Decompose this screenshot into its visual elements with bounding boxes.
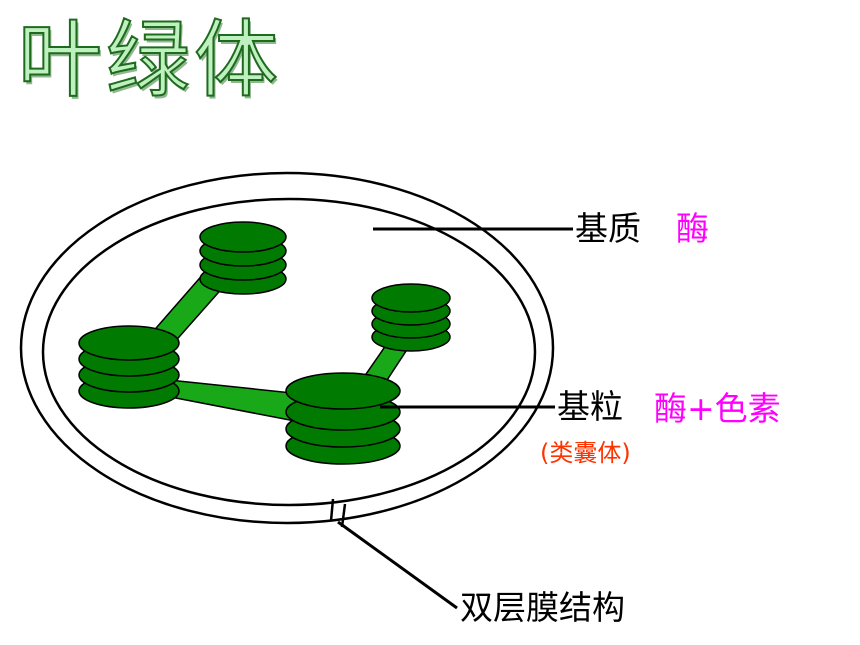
inner-membrane [41,197,537,507]
page-title: 叶绿体 [17,11,283,109]
membrane-leader-line [337,520,458,610]
granum-top [199,221,287,295]
granum-content-label: 酶+色素 [654,389,781,428]
outer-membrane [19,171,555,525]
membrane-bracket-right [340,503,347,528]
membrane-label: 双层膜结构 [460,588,625,627]
membrane-bracket-left [329,498,335,522]
stroma-label: 基质 [575,209,641,248]
stroma-content-label: 酶 [676,209,709,248]
thylakoid-label: (类囊体) [540,439,631,467]
granum-left [78,325,180,409]
granum-right [371,283,451,352]
granum-label: 基粒 [557,387,623,426]
granum-center [285,372,401,465]
